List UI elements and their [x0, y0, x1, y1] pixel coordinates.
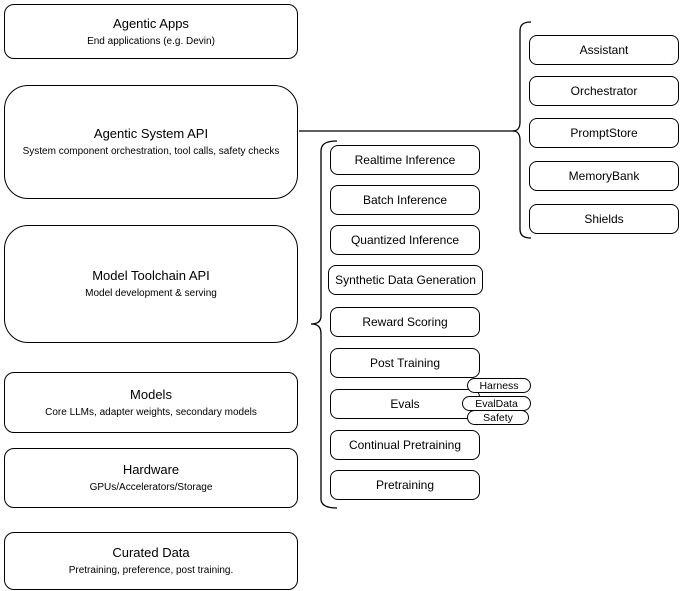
node-title: Hardware [122, 462, 180, 477]
node-memorybank: MemoryBank [529, 161, 679, 191]
node-title: Agentic System API [93, 126, 209, 141]
node-reward-scoring: Reward Scoring [330, 307, 480, 337]
node-subtitle: Model development & serving [85, 288, 217, 299]
node-subtitle: Pretraining, preference, post training. [68, 565, 234, 576]
node-shields: Shields [529, 204, 679, 234]
node-model-toolchain-api: Model Toolchain API Model development & … [4, 225, 298, 343]
node-subtitle: End applications (e.g. Devin) [87, 35, 215, 47]
node-subtitle: Core LLMs, adapter weights, secondary mo… [45, 406, 257, 418]
node-eval-evaldata: EvalData [462, 396, 531, 411]
node-title: Model Toolchain API [92, 268, 210, 283]
node-synthetic-data-generation: Synthetic Data Generation [328, 265, 483, 295]
node-agentic-system-api: Agentic System API System component orch… [4, 85, 298, 199]
node-hardware: Hardware GPUs/Accelerators/Storage [4, 448, 298, 508]
node-title: Models [130, 386, 172, 402]
node-batch-inference: Batch Inference [330, 185, 480, 215]
node-curated-data: Curated Data Pretraining, preference, po… [4, 532, 298, 590]
node-agentic-apps: Agentic Apps End applications (e.g. Devi… [4, 4, 298, 59]
node-promptstore: PromptStore [529, 118, 679, 148]
node-orchestrator: Orchestrator [529, 76, 679, 106]
node-post-training: Post Training [330, 348, 480, 378]
node-eval-harness: Harness [467, 378, 531, 393]
node-assistant: Assistant [529, 35, 679, 65]
node-title: Agentic Apps [113, 15, 189, 31]
node-subtitle: GPUs/Accelerators/Storage [89, 482, 213, 493]
node-subtitle: System component orchestration, tool cal… [22, 146, 280, 157]
node-quantized-inference: Quantized Inference [330, 225, 480, 255]
node-title: Curated Data [112, 545, 190, 560]
node-evals: Evals [330, 389, 480, 419]
node-pretraining: Pretraining [330, 470, 480, 500]
node-realtime-inference: Realtime Inference [330, 145, 480, 175]
node-eval-safety: Safety [467, 410, 529, 425]
node-continual-pretraining: Continual Pretraining [330, 430, 480, 460]
node-models: Models Core LLMs, adapter weights, secon… [4, 372, 298, 433]
